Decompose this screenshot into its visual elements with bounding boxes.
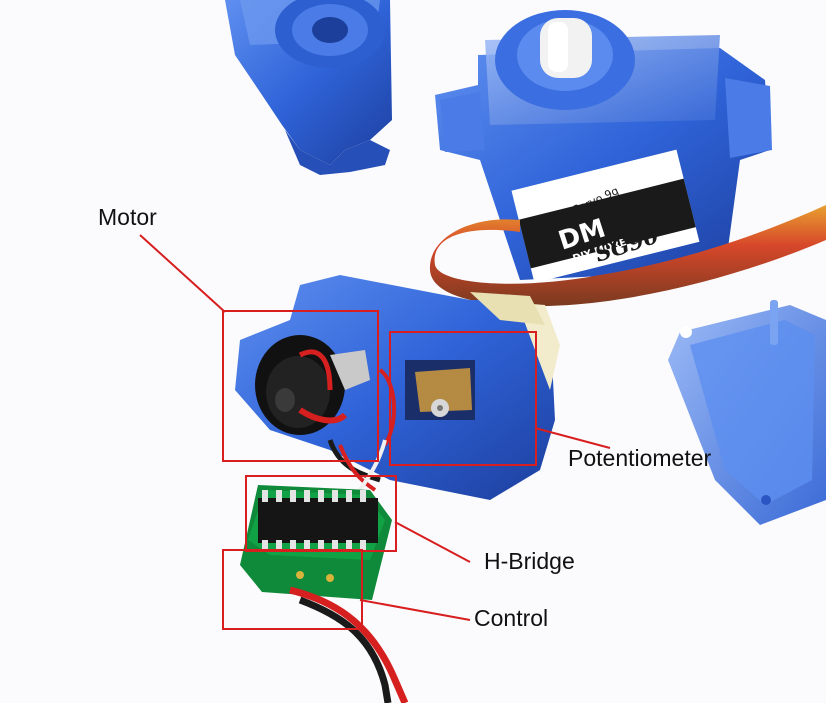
control-highlight-box [222,549,363,630]
h-bridge-highlight-box [245,475,397,552]
servo-top-piece [225,0,392,175]
control-pcb [240,485,392,600]
control-leader-line [359,599,471,621]
output-cable [289,586,409,703]
control-label: Control [474,605,549,631]
internal-wires [327,439,387,492]
motor-leader-line [139,234,226,313]
potentiometer-leader-line [534,427,611,449]
annotation-lines [139,234,611,621]
h-bridge-label: H-Bridge [484,548,575,574]
motor-label: Motor [98,204,157,230]
potentiometer-highlight-box [389,331,537,466]
motor-highlight-box [222,310,379,462]
potentiometer-label: Potentiometer [568,445,712,471]
servo-case-half [668,300,826,525]
h-bridge-leader-line [394,521,471,563]
servo-cable [429,205,826,307]
